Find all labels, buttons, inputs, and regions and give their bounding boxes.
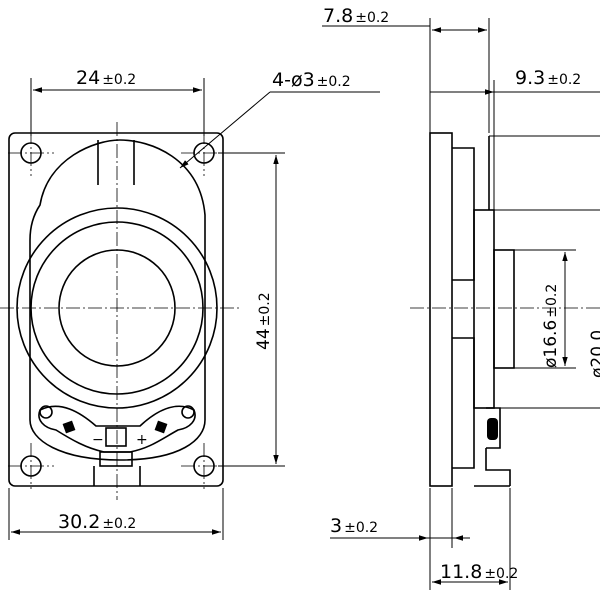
svg-text:−: − xyxy=(92,432,104,448)
terminal-left xyxy=(39,405,53,419)
pad-right xyxy=(154,420,168,434)
label-bottom-width: 30.2±0.2 xyxy=(58,511,136,533)
label-top-width: 24±0.2 xyxy=(76,67,136,89)
label-magnet-dia: ø16.6±0.2 xyxy=(541,284,561,368)
side-upper-body xyxy=(452,147,475,281)
front-dimension-lines xyxy=(8,78,380,540)
side-magnet-outer xyxy=(473,209,495,409)
side-view xyxy=(429,132,515,487)
terminal-bracket xyxy=(38,405,196,453)
front-view xyxy=(8,132,224,487)
side-dimension-lines xyxy=(322,18,600,590)
side-terminal xyxy=(474,407,511,487)
side-frame xyxy=(429,132,453,487)
label-holes: 4-ø3±0.2 xyxy=(272,69,351,91)
pad-left xyxy=(62,420,76,434)
label-depth-right: 9.3±0.2 xyxy=(515,67,581,89)
label-flange: 3±0.2 xyxy=(330,515,378,537)
side-lower-body xyxy=(452,337,475,469)
front-neck xyxy=(97,140,135,185)
side-magnet xyxy=(493,249,515,369)
front-inner-outline xyxy=(29,139,206,461)
svg-text:+: + xyxy=(136,432,148,448)
front-frame xyxy=(8,132,224,487)
label-height: 44±0.2 xyxy=(254,292,274,350)
label-overall-depth: 11.8±0.2 xyxy=(440,561,518,583)
front-centerlines xyxy=(0,122,240,500)
terminal-right xyxy=(181,405,195,419)
side-terminal-dot xyxy=(487,418,498,440)
terminal-center xyxy=(105,427,127,447)
label-side-height: ø20.0 xyxy=(588,330,600,378)
label-depth-top: 7.8±0.2 xyxy=(323,5,389,27)
